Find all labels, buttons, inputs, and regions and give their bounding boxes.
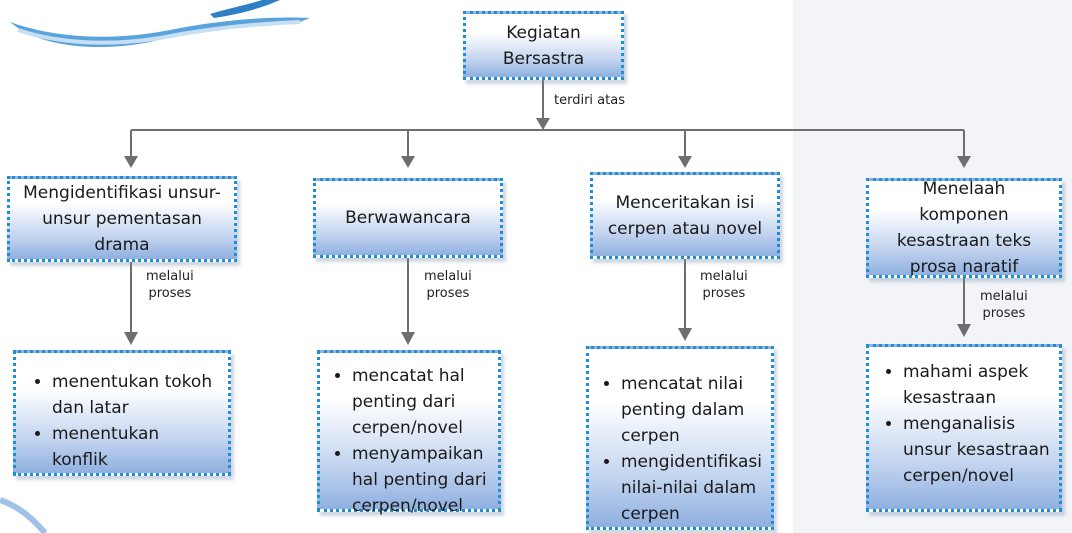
root-title-line2: Bersastra xyxy=(502,48,585,69)
detail-box-3: mencatat nilai penting dalam cerpen meng… xyxy=(586,346,774,530)
process-label-line2: proses xyxy=(982,306,1026,321)
process-label-line1: melalui xyxy=(700,269,748,284)
detail-list: mencatat hal penting dari cerpen/novel m… xyxy=(328,363,490,519)
detail-list: menentukan tokoh dan latar menentukan ko… xyxy=(28,369,218,473)
process-label-line2: proses xyxy=(426,286,470,301)
branch-title-3: Menceritakan isi cerpen atau novel xyxy=(590,172,780,259)
process-label-line2: proses xyxy=(702,286,746,301)
process-label-2: melalui proses xyxy=(424,268,472,302)
list-item: menganalisis unsur kesastraan cerpen/nov… xyxy=(903,411,1051,489)
list-item: mahami aspek kesastraan xyxy=(903,359,1051,411)
branch-title-text: Mengidentifikasi unsur-unsur pementasan … xyxy=(23,183,221,255)
detail-list: mencatat nilai penting dalam cerpen meng… xyxy=(597,371,763,527)
branch-title-2: Berwawancara xyxy=(313,178,503,258)
list-item: menentukan tokoh dan latar xyxy=(52,369,218,421)
swoosh-decoration xyxy=(10,0,310,48)
detail-box-2: mencatat hal penting dari cerpen/novel m… xyxy=(317,350,501,516)
list-item: mengidentifikasi nilai-nilai dalam cerpe… xyxy=(621,449,763,527)
process-label-line1: melalui xyxy=(146,269,194,284)
root-title-line1: Kegiatan xyxy=(506,22,581,43)
list-item: menyampaikan hal penting dari cerpen/nov… xyxy=(352,441,490,519)
process-label-line1: melalui xyxy=(424,269,472,284)
branch-title-1: Mengidentifikasi unsur-unsur pementasan … xyxy=(7,176,237,262)
branch-title-4: Menelaah komponen kesastraan teks prosa … xyxy=(866,178,1062,278)
list-item: mencatat nilai penting dalam cerpen xyxy=(621,371,763,449)
list-item: mencatat hal penting dari cerpen/novel xyxy=(352,363,490,441)
process-label-3: melalui proses xyxy=(700,268,748,302)
connector-label: terdiri atas xyxy=(554,93,625,108)
process-label-4: melalui proses xyxy=(980,288,1028,322)
branch-title-text: Menceritakan isi cerpen atau novel xyxy=(607,192,763,239)
detail-box-1: menentukan tokoh dan latar menentukan ko… xyxy=(13,350,231,476)
process-label-line2: proses xyxy=(148,286,192,301)
detail-list: mahami aspek kesastraan menganalisis uns… xyxy=(879,359,1051,489)
process-label-line1: melalui xyxy=(980,289,1028,304)
branch-title-text: Berwawancara xyxy=(345,208,471,228)
root-node: Kegiatan Bersastra xyxy=(463,11,624,80)
branch-title-text: Menelaah komponen kesastraan teks prosa … xyxy=(896,179,1032,277)
list-item: menentukan konflik xyxy=(52,421,218,473)
detail-box-4: mahami aspek kesastraan menganalisis uns… xyxy=(866,344,1062,512)
process-label-1: melalui proses xyxy=(146,268,194,302)
corner-curve-decoration xyxy=(0,497,48,533)
